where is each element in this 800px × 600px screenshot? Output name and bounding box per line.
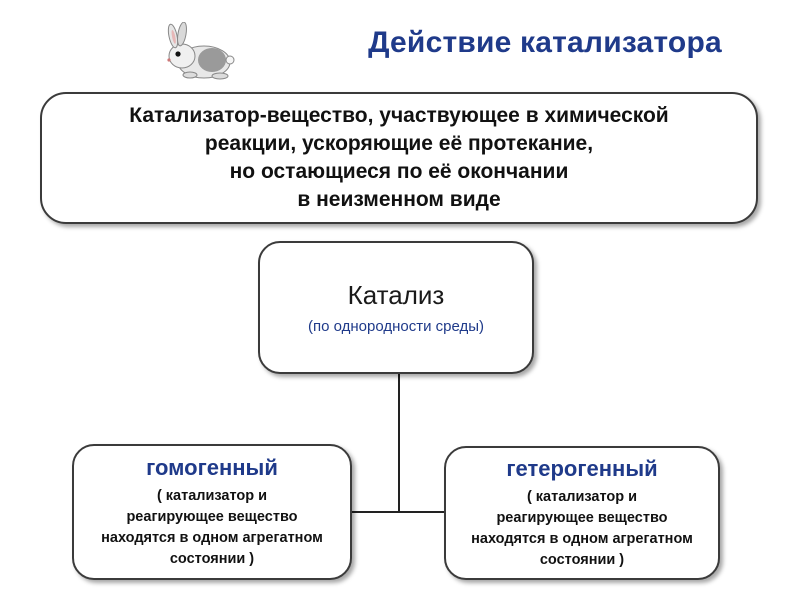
definition-line: но остающиеся по её окончании [229,160,569,183]
type-desc-line: ( катализатор и [526,489,638,505]
catalysis-subtitle: (по однородности среды) [307,317,485,335]
definition-line: реакции, ускоряющие её протекание, [204,132,594,155]
page-title: Действие катализатора [368,26,722,59]
homogeneous-box: гомогенный ( катализатор и реагирующее в… [72,444,352,580]
type-desc-line: находятся в одном агрегатном [471,531,693,547]
definition-line: Катализатор-вещество, участвующее в хими… [129,104,669,127]
type-desc-line: реагирующее вещество [496,510,668,526]
rabbit-icon [167,22,235,80]
type-name: гетерогенный [506,456,658,481]
type-desc-line: находятся в одном агрегатном [101,530,323,546]
definition-box: Катализатор-вещество, участвующее в хими… [40,92,758,224]
heterogeneous-box: гетерогенный ( катализатор и реагирующее… [444,446,720,580]
definition-line: в неизменном виде [297,188,501,211]
type-desc-line: ( катализатор и [156,488,268,504]
type-desc-line: состоянии ) [169,551,255,567]
catalysis-title: Катализ [347,279,445,310]
type-name: гомогенный [146,455,278,480]
type-desc-line: реагирующее вещество [126,509,298,525]
type-desc-line: состоянии ) [539,552,625,568]
catalysis-box: Катализ (по однородности среды) [258,241,534,374]
